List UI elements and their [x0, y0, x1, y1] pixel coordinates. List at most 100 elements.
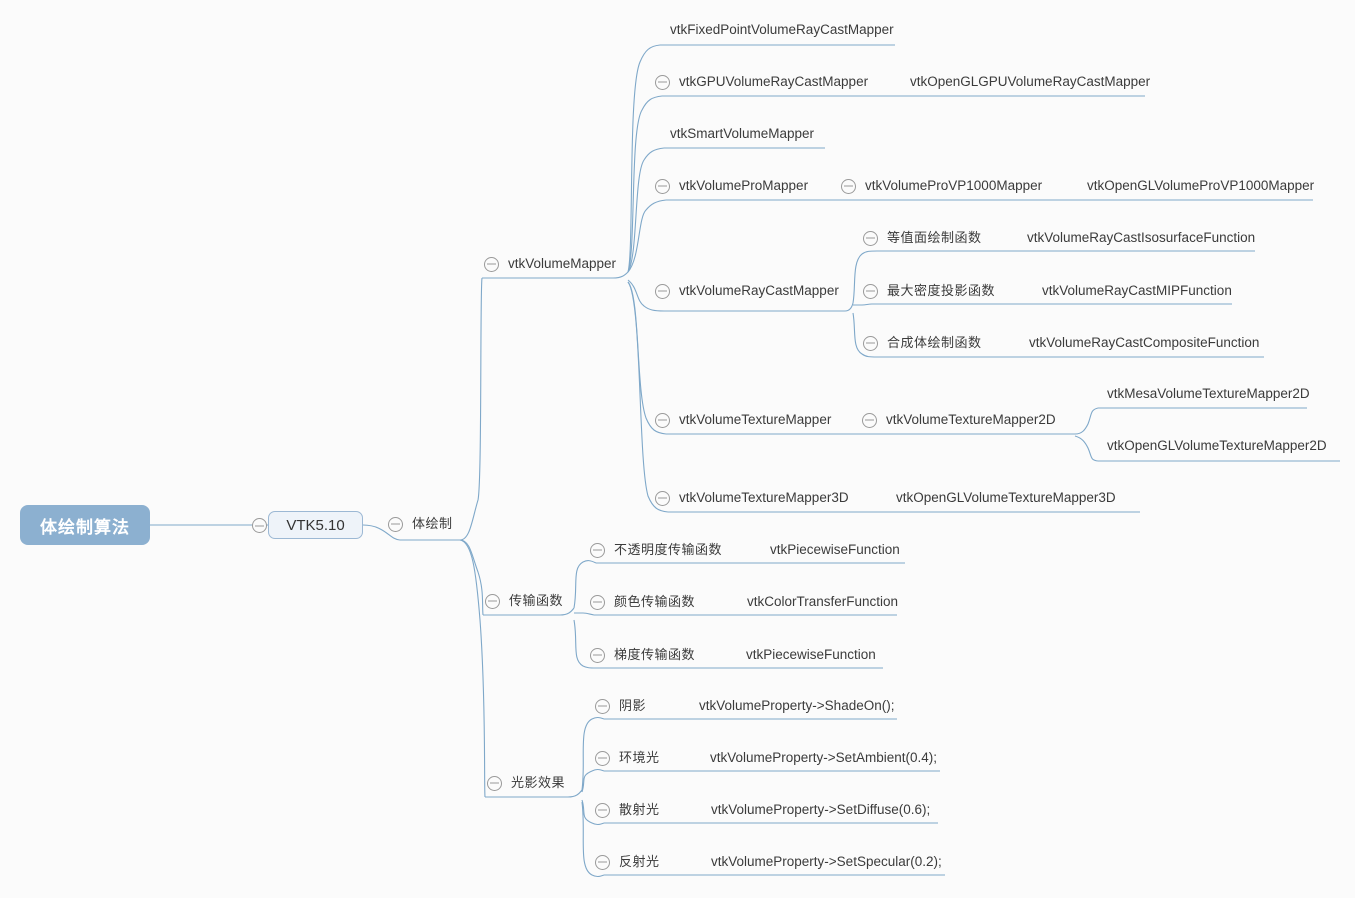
- node-fixed-point-mapper[interactable]: vtkFixedPointVolumeRayCastMapper: [670, 22, 894, 38]
- collapse-minus-circle-icon[interactable]: [655, 412, 670, 428]
- node-texture-mapper-label: vtkVolumeTextureMapper: [679, 412, 832, 427]
- root-node[interactable]: 体绘制算法: [20, 505, 150, 545]
- collapse-minus-circle-icon[interactable]: [862, 412, 877, 428]
- node-composite-function-cn[interactable]: 合成体绘制函数: [863, 335, 982, 351]
- collapse-minus-circle-icon[interactable]: [484, 256, 499, 272]
- node-texture-mapper-3d-label: vtkVolumeTextureMapper3D: [679, 490, 849, 505]
- collapse-minus-circle-icon[interactable]: [655, 490, 670, 506]
- collapse-minus-circle-icon[interactable]: [863, 283, 878, 299]
- node-specular-code[interactable]: vtkVolumeProperty->SetSpecular(0.2);: [711, 854, 942, 870]
- node-color-transfer-cn[interactable]: 颜色传输函数: [590, 594, 695, 610]
- node-lighting[interactable]: 光影效果: [487, 775, 565, 791]
- node-color-transfer-class-label: vtkColorTransferFunction: [747, 594, 899, 609]
- collapse-minus-circle-icon[interactable]: [590, 542, 605, 558]
- node-opengl-gpu-mapper-label: vtkOpenGLGPUVolumeRayCastMapper: [910, 74, 1151, 89]
- node-shade-code-label: vtkVolumeProperty->ShadeOn();: [699, 698, 895, 713]
- node-texture-mapper[interactable]: vtkVolumeTextureMapper: [655, 412, 831, 428]
- node-gradient-transfer-cn-label: 梯度传输函数: [614, 647, 696, 662]
- collapse-minus-circle-icon[interactable]: [595, 802, 610, 818]
- node-mip-function-cn[interactable]: 最大密度投影函数: [863, 283, 995, 299]
- collapse-minus-circle-icon[interactable]: [590, 647, 605, 663]
- node-isosurface-function-cn-label: 等值面绘制函数: [887, 230, 982, 245]
- node-isosurface-function-cn[interactable]: 等值面绘制函数: [863, 230, 982, 246]
- node-volume-mapper-label: vtkVolumeMapper: [508, 256, 617, 271]
- node-shade-cn-label: 阴影: [619, 698, 647, 713]
- node-opacity-transfer-class-label: vtkPiecewiseFunction: [770, 542, 900, 557]
- node-opengl-texture-mapper-3d[interactable]: vtkOpenGLVolumeTextureMapper3D: [896, 490, 1116, 506]
- node-gradient-transfer-cn[interactable]: 梯度传输函数: [590, 647, 695, 663]
- node-opacity-transfer-cn[interactable]: 不透明度传输函数: [590, 542, 722, 558]
- collapse-minus-circle-icon[interactable]: [595, 750, 610, 766]
- node-diffuse-code[interactable]: vtkVolumeProperty->SetDiffuse(0.6);: [711, 802, 930, 818]
- collapse-minus-circle-icon[interactable]: [863, 230, 878, 246]
- collapse-minus-circle-icon[interactable]: [487, 775, 502, 791]
- node-opacity-transfer-cn-label: 不透明度传输函数: [614, 542, 723, 557]
- node-specular-code-label: vtkVolumeProperty->SetSpecular(0.2);: [711, 854, 942, 869]
- node-shade-cn[interactable]: 阴影: [595, 698, 646, 714]
- node-ambient-code-label: vtkVolumeProperty->SetAmbient(0.4);: [710, 750, 937, 765]
- node-mip-function-cn-label: 最大密度投影函数: [887, 283, 996, 298]
- node-texture-mapper-2d-label: vtkVolumeTextureMapper2D: [886, 412, 1056, 427]
- collapse-minus-circle-icon[interactable]: [655, 74, 670, 90]
- node-opengl-texture-mapper-3d-label: vtkOpenGLVolumeTextureMapper3D: [896, 490, 1116, 505]
- node-raycast-mapper[interactable]: vtkVolumeRayCastMapper: [655, 283, 839, 299]
- node-mesa-texture-mapper-2d-label: vtkMesaVolumeTextureMapper2D: [1107, 386, 1310, 401]
- node-ambient-cn[interactable]: 环境光: [595, 750, 660, 766]
- node-mesa-texture-mapper-2d[interactable]: vtkMesaVolumeTextureMapper2D: [1107, 386, 1310, 402]
- node-composite-function-label: vtkVolumeRayCastCompositeFunction: [1029, 335, 1260, 350]
- node-volume-rendering-label: 体绘制: [412, 516, 453, 531]
- node-lighting-label: 光影效果: [511, 775, 566, 790]
- node-transfer-functions[interactable]: 传输函数: [485, 593, 563, 609]
- node-opacity-transfer-class[interactable]: vtkPiecewiseFunction: [770, 542, 900, 558]
- node-diffuse-cn[interactable]: 散射光: [595, 802, 660, 818]
- node-smart-mapper-label: vtkSmartVolumeMapper: [670, 126, 815, 141]
- node-gradient-transfer-class-label: vtkPiecewiseFunction: [746, 647, 876, 662]
- node-volumepro-mapper[interactable]: vtkVolumeProMapper: [655, 178, 808, 194]
- node-opengl-volumepro-vp1000[interactable]: vtkOpenGLVolumeProVP1000Mapper: [1087, 178, 1314, 194]
- node-mip-function[interactable]: vtkVolumeRayCastMIPFunction: [1042, 283, 1232, 299]
- collapse-minus-circle-icon[interactable]: [485, 593, 500, 609]
- node-mip-function-label: vtkVolumeRayCastMIPFunction: [1042, 283, 1232, 298]
- node-vtk-version[interactable]: VTK5.10: [268, 511, 363, 539]
- node-opengl-texture-mapper-2d-label: vtkOpenGLVolumeTextureMapper2D: [1107, 438, 1327, 453]
- node-texture-mapper-3d[interactable]: vtkVolumeTextureMapper3D: [655, 490, 849, 506]
- node-texture-mapper-2d[interactable]: vtkVolumeTextureMapper2D: [862, 412, 1056, 428]
- collapse-minus-circle-icon[interactable]: [841, 178, 856, 194]
- node-volume-rendering[interactable]: 体绘制: [388, 516, 453, 532]
- node-transfer-functions-label: 传输函数: [509, 593, 564, 608]
- node-specular-cn-label: 反射光: [619, 854, 660, 869]
- node-gpu-mapper-label: vtkGPUVolumeRayCastMapper: [679, 74, 869, 89]
- node-composite-function[interactable]: vtkVolumeRayCastCompositeFunction: [1029, 335, 1259, 351]
- node-raycast-mapper-label: vtkVolumeRayCastMapper: [679, 283, 839, 298]
- collapse-minus-circle-icon[interactable]: [655, 178, 670, 194]
- node-color-transfer-cn-label: 颜色传输函数: [614, 594, 696, 609]
- node-ambient-code[interactable]: vtkVolumeProperty->SetAmbient(0.4);: [710, 750, 937, 766]
- node-vtk-version-label: VTK5.10: [286, 516, 345, 534]
- node-specular-cn[interactable]: 反射光: [595, 854, 660, 870]
- collapse-minus-circle-icon[interactable]: [595, 698, 610, 714]
- node-volume-mapper[interactable]: vtkVolumeMapper: [484, 256, 616, 272]
- collapse-minus-circle-icon[interactable]: [595, 854, 610, 870]
- node-composite-function-cn-label: 合成体绘制函数: [887, 335, 982, 350]
- node-color-transfer-class[interactable]: vtkColorTransferFunction: [747, 594, 898, 610]
- node-diffuse-code-label: vtkVolumeProperty->SetDiffuse(0.6);: [711, 802, 931, 817]
- node-opengl-volumepro-vp1000-label: vtkOpenGLVolumeProVP1000Mapper: [1087, 178, 1315, 193]
- node-shade-code[interactable]: vtkVolumeProperty->ShadeOn();: [699, 698, 894, 714]
- node-smart-mapper[interactable]: vtkSmartVolumeMapper: [670, 126, 814, 142]
- collapse-minus-circle-icon[interactable]: [590, 594, 605, 610]
- node-volumepro-vp1000[interactable]: vtkVolumeProVP1000Mapper: [841, 178, 1042, 194]
- node-volumepro-mapper-label: vtkVolumeProMapper: [679, 178, 809, 193]
- node-isosurface-function[interactable]: vtkVolumeRayCastIsosurfaceFunction: [1027, 230, 1255, 246]
- collapse-minus-circle-icon[interactable]: [863, 335, 878, 351]
- collapse-minus-circle-icon[interactable]: [252, 518, 267, 533]
- collapse-minus-circle-icon[interactable]: [388, 516, 403, 532]
- collapse-minus-circle-icon[interactable]: [655, 283, 670, 299]
- node-opengl-texture-mapper-2d[interactable]: vtkOpenGLVolumeTextureMapper2D: [1107, 438, 1327, 454]
- node-opengl-gpu-mapper[interactable]: vtkOpenGLGPUVolumeRayCastMapper: [910, 74, 1150, 90]
- node-ambient-cn-label: 环境光: [619, 750, 660, 765]
- node-gradient-transfer-class[interactable]: vtkPiecewiseFunction: [746, 647, 876, 663]
- node-fixed-point-mapper-label: vtkFixedPointVolumeRayCastMapper: [670, 22, 894, 37]
- node-gpu-mapper[interactable]: vtkGPUVolumeRayCastMapper: [655, 74, 868, 90]
- node-volumepro-vp1000-label: vtkVolumeProVP1000Mapper: [865, 178, 1043, 193]
